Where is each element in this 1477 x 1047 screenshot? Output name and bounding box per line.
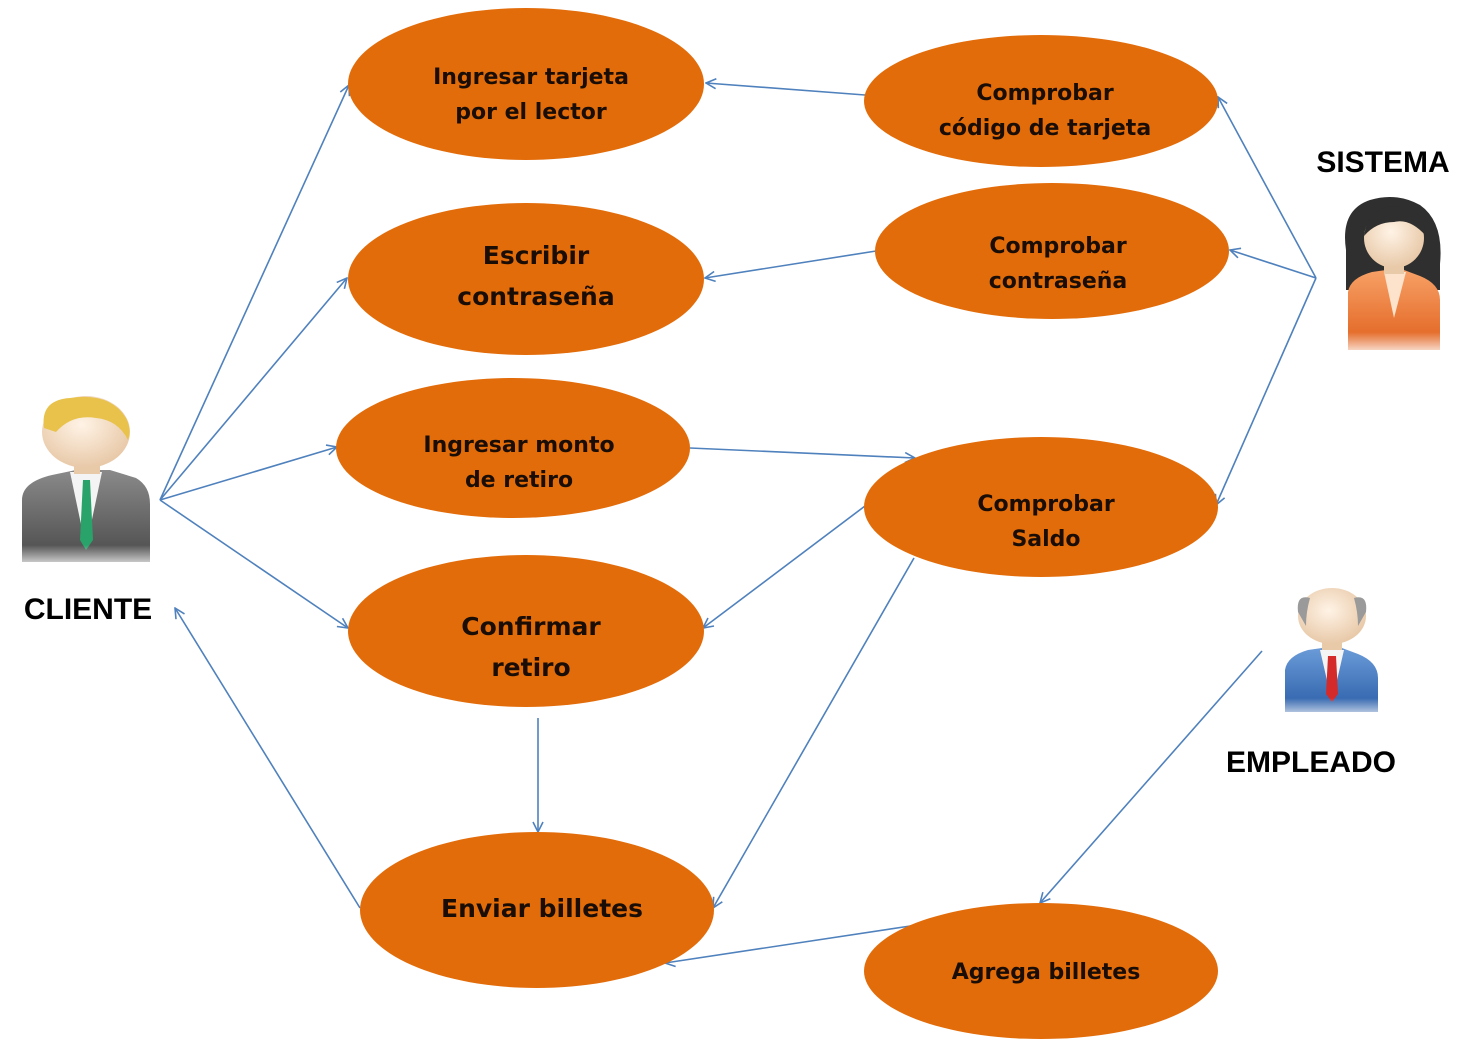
actor-empleado[interactable]: EMPLEADO — [1226, 588, 1396, 779]
usecase-label-line2: por el lector — [455, 100, 607, 125]
usecase-label-line1: Enviar billetes — [441, 894, 643, 923]
usecase-comprobar-codigo[interactable]: Comprobar código de tarjeta — [864, 35, 1218, 167]
actor-cliente[interactable]: CLIENTE — [20, 396, 152, 626]
arrow-cliente-to-escribir-contrasena — [159, 278, 347, 501]
usecase-label-line2: código de tarjeta — [939, 116, 1151, 141]
usecase-label-line1: Comprobar — [989, 234, 1126, 259]
arrow-comprobar-codigo-to-ingresar-tarjeta — [706, 83, 866, 96]
usecase-enviar-billetes[interactable]: Enviar billetes — [360, 832, 714, 988]
male-user-red-tie-icon — [1282, 588, 1382, 718]
usecase-ellipse — [864, 437, 1218, 577]
usecase-label-line1: Comprobar — [976, 81, 1113, 106]
actor-label-cliente: CLIENTE — [24, 593, 152, 626]
arrow-comprobar-saldo-to-enviar-billetes — [713, 557, 915, 908]
usecase-ellipse — [360, 832, 714, 988]
usecase-comprobar-contrasena[interactable]: Comprobar contraseña — [875, 183, 1229, 319]
usecase-label-line1: Ingresar tarjeta — [433, 65, 629, 90]
usecase-ellipse — [875, 183, 1229, 319]
usecase-label-line2: contraseña — [457, 282, 614, 311]
arrow-cliente-to-ingresar-tarjeta — [159, 85, 349, 501]
arrow-cliente-to-confirmar-retiro — [159, 499, 348, 628]
male-user-green-tie-icon — [20, 396, 152, 567]
usecase-label-line1: Confirmar — [461, 612, 601, 641]
actor-label-empleado: EMPLEADO — [1226, 746, 1396, 779]
arrow-agrega-billetes-to-enviar-billetes — [665, 924, 918, 963]
usecase-label-line1: Escribir — [483, 241, 590, 270]
usecase-label-line2: Saldo — [1011, 527, 1080, 552]
usecase-comprobar-saldo[interactable]: Comprobar Saldo — [864, 437, 1218, 577]
actor-sistema[interactable]: SISTEMA — [1316, 146, 1450, 354]
associations — [159, 83, 1317, 963]
arrow-sistema-to-comprobar-saldo — [1216, 277, 1317, 505]
arrow-comprobar-saldo-to-confirmar-retiro — [703, 505, 866, 628]
usecase-label-line2: retiro — [491, 653, 570, 682]
usecase-ingresar-tarjeta[interactable]: Ingresar tarjeta por el lector — [348, 8, 704, 160]
arrow-sistema-to-comprobar-codigo — [1218, 97, 1317, 279]
arrow-empleado-to-agrega-billetes — [1040, 650, 1263, 903]
arrow-enviar-billetes-to-cliente — [175, 608, 361, 909]
use-cases: Ingresar tarjeta por el lector Escribir … — [336, 8, 1229, 1039]
usecase-ellipse — [336, 378, 690, 518]
usecase-escribir-contrasena[interactable]: Escribir contraseña — [348, 203, 704, 355]
arrow-cliente-to-ingresar-monto — [159, 447, 337, 501]
usecase-label-line1: Comprobar — [977, 492, 1114, 517]
usecase-ellipse — [348, 555, 704, 707]
arrow-comprobar-contrasena-to-escribir-contrasena — [705, 250, 877, 278]
usecase-label-line1: Agrega billetes — [952, 960, 1141, 985]
usecase-ellipse — [864, 903, 1218, 1039]
usecase-agrega-billetes[interactable]: Agrega billetes — [864, 903, 1218, 1039]
usecase-label-line2: de retiro — [465, 468, 573, 493]
female-user-orange-icon — [1344, 196, 1444, 354]
arrow-sistema-to-comprobar-contrasena — [1230, 250, 1317, 279]
arrow-ingresar-monto-to-comprobar-saldo — [689, 447, 915, 458]
usecase-label-line2: contraseña — [989, 269, 1128, 294]
actor-label-sistema: SISTEMA — [1316, 146, 1449, 179]
usecase-ellipse — [348, 203, 704, 355]
usecase-ellipse — [348, 8, 704, 160]
usecase-ingresar-monto[interactable]: Ingresar monto de retiro — [336, 378, 690, 518]
usecase-label-line1: Ingresar monto — [423, 433, 614, 458]
usecase-confirmar-retiro[interactable]: Confirmar retiro — [348, 555, 704, 707]
usecase-ellipse — [864, 35, 1218, 167]
